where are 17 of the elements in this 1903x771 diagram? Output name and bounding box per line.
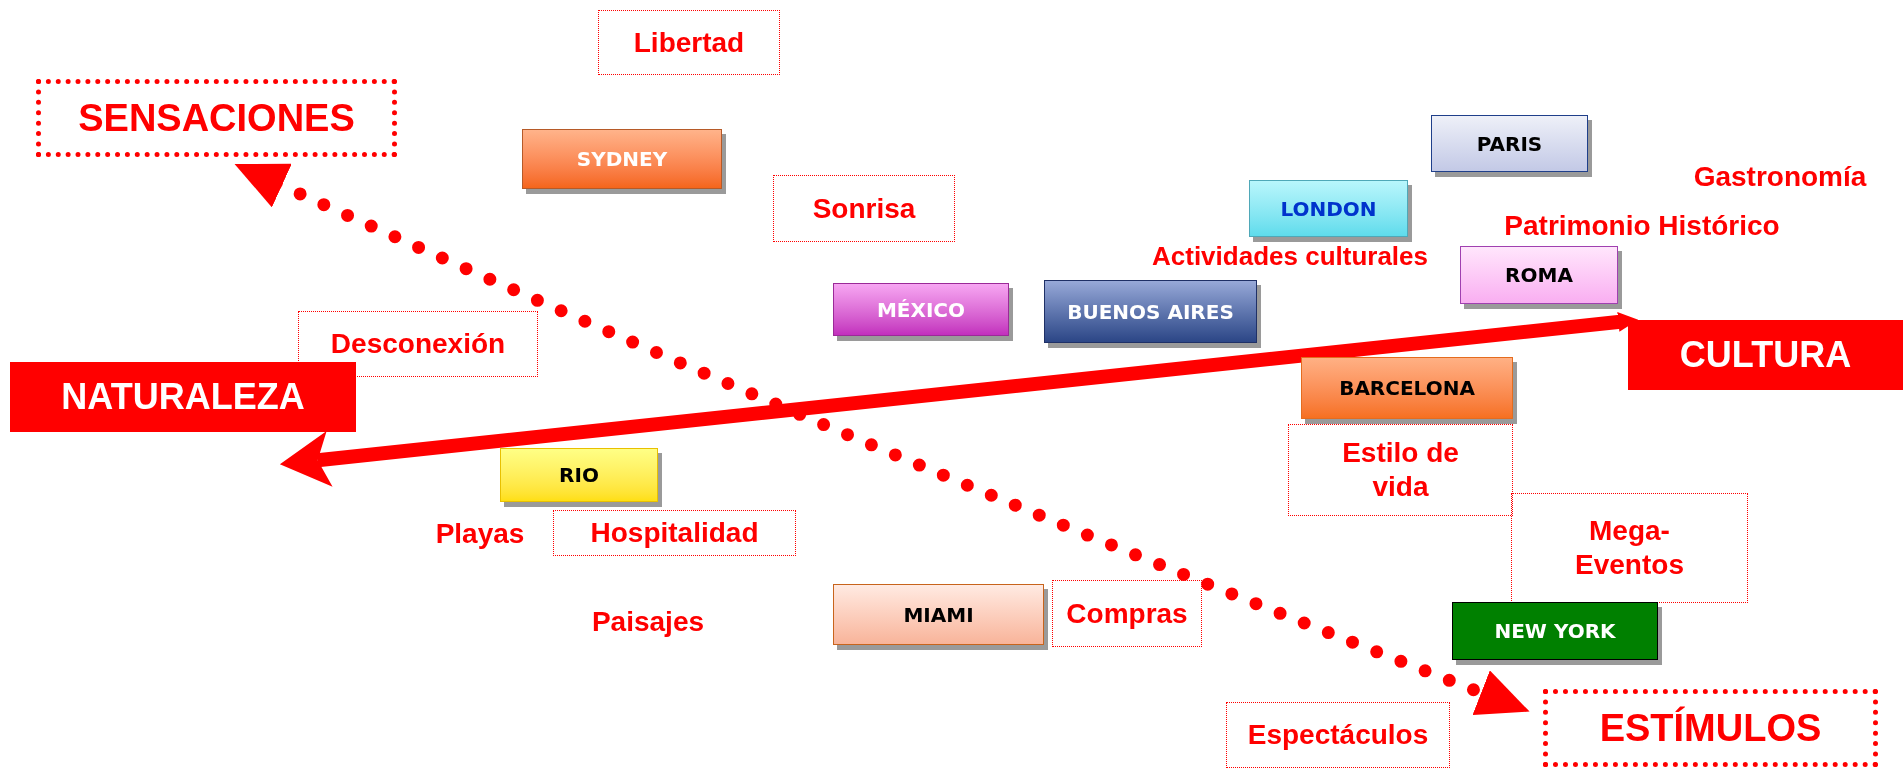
attribute-label: Paisajes bbox=[591, 605, 705, 639]
attribute-label: Playas bbox=[435, 517, 525, 551]
axis-end-box: SENSACIONES bbox=[36, 79, 397, 157]
attribute-label: Gastronomía bbox=[1693, 160, 1867, 194]
value-box: Hospitalidad bbox=[553, 510, 796, 556]
value-box: Estilo de vida bbox=[1288, 424, 1513, 516]
dotted-arrow bbox=[234, 163, 1530, 716]
axis-end-box: NATURALEZA bbox=[10, 362, 356, 432]
value-box: Sonrisa bbox=[773, 175, 955, 242]
axis-end-box: CULTURA bbox=[1628, 320, 1903, 390]
value-box: Espectáculos bbox=[1226, 702, 1450, 768]
attribute-label: Patrimonio Histórico bbox=[1504, 209, 1780, 243]
value-box: Libertad bbox=[598, 10, 780, 75]
arrow bbox=[279, 311, 1639, 487]
attribute-label: Actividades culturales bbox=[1152, 239, 1428, 273]
value-box: Compras bbox=[1052, 580, 1202, 647]
axis-end-box: ESTÍMULOS bbox=[1543, 689, 1878, 767]
